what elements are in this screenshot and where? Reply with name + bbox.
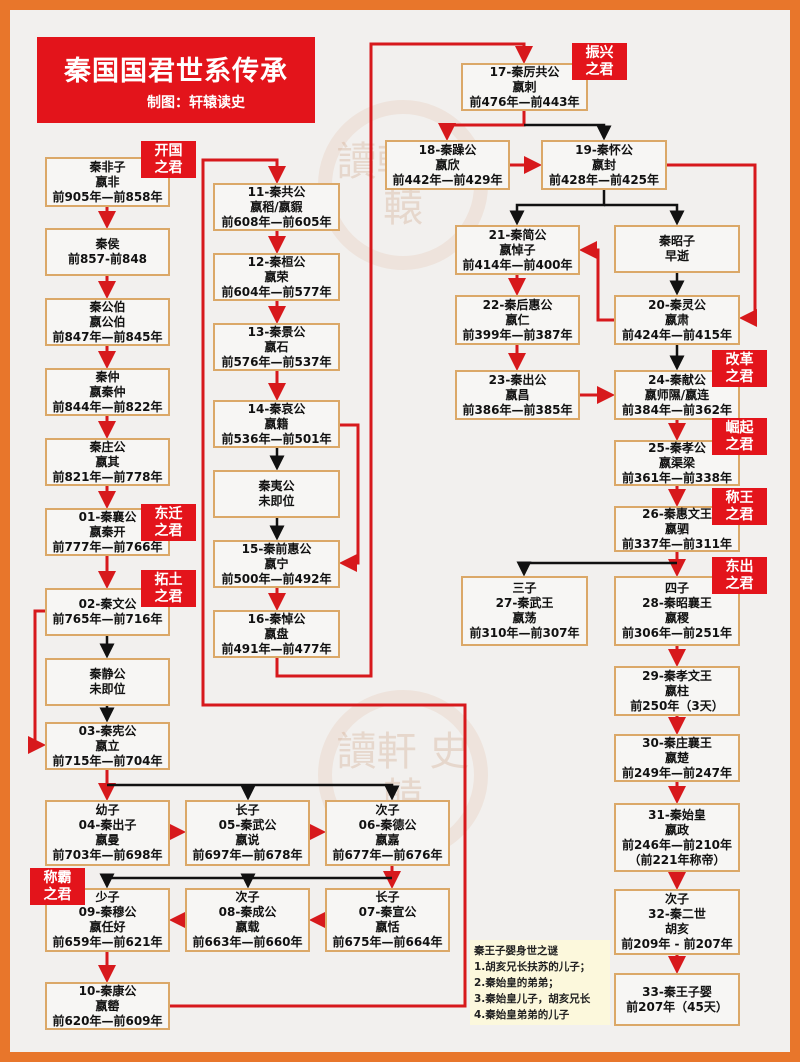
ruler-box: 18-秦躁公 嬴欣 前442年—前429年 <box>385 140 510 190</box>
ruler-box: 秦仲 嬴秦仲 前844年—前822年 <box>45 368 170 416</box>
ruler-box: 31-秦始皇 嬴政 前246年—前210年 （前221年称帝） <box>614 803 740 872</box>
succession-arrow <box>438 111 526 141</box>
note-item: 2.秦始皇的弟弟； <box>474 977 559 989</box>
succession-arrow <box>579 241 614 322</box>
badge-eastward: 东迁 之君 <box>141 504 196 541</box>
ruler-box: 秦公伯 嬴公伯 前847年—前845年 <box>45 298 170 346</box>
lineage-arrow <box>509 190 606 226</box>
badge-east-out: 东出 之君 <box>712 557 767 594</box>
ruler-box: 秦侯 前857-前848 <box>45 228 170 276</box>
note-item: 3.秦始皇儿子，胡亥兄长 <box>474 993 591 1005</box>
badge-reform: 改革 之君 <box>712 350 767 387</box>
lineage-arrow <box>107 783 400 801</box>
badge-expansion: 拓土 之君 <box>141 570 196 607</box>
ruler-box: 19-秦怀公 嬴封 前428年—前425年 <box>541 140 667 190</box>
ruler-box: 秦庄公 嬴其 前821年—前778年 <box>45 438 170 486</box>
ruler-box: 26-秦惠文王 嬴驷 前337年—前311年 <box>614 506 740 552</box>
ruler-box: 21-秦简公 嬴悼子 前414年—前400年 <box>455 225 580 275</box>
badge-revival: 振兴 之君 <box>572 43 627 80</box>
succession-arrow <box>275 42 533 678</box>
ziying-origin-note: 秦王子婴身世之谜 1.胡亥兄长扶苏的儿子； 2.秦始皇的弟弟； 3.秦始皇儿子，… <box>470 940 610 1025</box>
ruler-box: 13-秦景公 嬴石 前576年—前537年 <box>213 323 340 371</box>
ruler-box: 29-秦孝文王 嬴柱 前250年（3天） <box>614 666 740 716</box>
ruler-box: 30-秦庄襄王 嬴楚 前249年—前247年 <box>614 734 740 782</box>
ruler-box: 少子 09-秦穆公 嬴任好 前659年—前621年 <box>45 888 170 952</box>
badge-founder: 开国 之君 <box>141 141 196 178</box>
ruler-box: 幼子 04-秦出子 嬴曼 前703年—前698年 <box>45 800 170 866</box>
ruler-box: 次子 08-秦成公 嬴载 前663年—前660年 <box>185 888 310 952</box>
ruler-box: 25-秦孝公 嬴渠梁 前361年—前338年 <box>614 440 740 486</box>
ruler-box: 23-秦出公 嬴昌 前386年—前385年 <box>455 370 580 420</box>
title-banner: 秦国国君世系传承 制图：轩辕读史 <box>37 37 315 123</box>
ruler-box: 11-秦共公 嬴稻/嬴貑 前608年—前605年 <box>213 183 340 231</box>
page-title: 秦国国君世系传承 <box>64 56 288 87</box>
lineage-arrow <box>604 203 685 226</box>
succession-arrow <box>667 163 757 327</box>
ruler-box: 次子 06-秦德公 嬴嘉 前677年—前676年 <box>325 800 450 866</box>
page-subtitle: 制图：轩辕读史 <box>147 95 245 111</box>
lineage-arrow <box>99 873 392 889</box>
ruler-box: 10-秦康公 嬴罃 前620年—前609年 <box>45 982 170 1030</box>
ruler-box: 秦昭子 早逝 <box>614 225 740 273</box>
ruler-box: 17-秦厉共公 嬴刺 前476年—前443年 <box>461 63 588 111</box>
succession-arrow <box>28 609 46 754</box>
ruler-box: 秦非子 嬴非 前905年—前858年 <box>45 157 170 207</box>
badge-rise: 崛起 之君 <box>712 418 767 455</box>
ruler-box: 03-秦宪公 嬴立 前715年—前704年 <box>45 722 170 770</box>
lineage-arrow <box>516 561 677 577</box>
badge-king: 称王 之君 <box>712 488 767 525</box>
ruler-box: 秦静公 未即位 <box>45 658 170 706</box>
ruler-box: 22-秦后惠公 嬴仁 前399年—前387年 <box>455 295 580 345</box>
note-item: 4.秦始皇弟弟的儿子 <box>474 1009 570 1021</box>
succession-arrow <box>170 158 467 1008</box>
badge-hegemon: 称霸 之君 <box>30 868 85 905</box>
ruler-box: 24-秦献公 嬴师隰/嬴连 前384年—前362年 <box>614 370 740 420</box>
ruler-box: 次子 32-秦二世 胡亥 前209年 - 前207年 <box>614 889 740 955</box>
ruler-box: 14-秦哀公 嬴籍 前536年—前501年 <box>213 400 340 448</box>
ruler-box: 三子 27-秦武王 嬴荡 前310年—前307年 <box>461 576 588 646</box>
ruler-box: 20-秦灵公 嬴肃 前424年—前415年 <box>614 295 740 345</box>
lineage-arrow <box>524 123 612 141</box>
note-item: 1.胡亥兄长扶苏的儿子； <box>474 961 591 973</box>
ruler-box: 15-秦前惠公 嬴宁 前500年—前492年 <box>213 540 340 588</box>
ruler-box: 33-秦王子婴 前207年（45天） <box>614 973 740 1026</box>
note-title: 秦王子婴身世之谜 <box>474 945 558 957</box>
succession-arrow <box>339 423 360 572</box>
ruler-box: 16-秦悼公 嬴盘 前491年—前477年 <box>213 610 340 658</box>
ruler-box: 秦夷公 未即位 <box>213 470 340 518</box>
ruler-box: 长子 05-秦武公 嬴说 前697年—前678年 <box>185 800 310 866</box>
ruler-box: 长子 07-秦宣公 嬴恬 前675年—前664年 <box>325 888 450 952</box>
ruler-box: 12-秦桓公 嬴荣 前604年—前577年 <box>213 253 340 301</box>
